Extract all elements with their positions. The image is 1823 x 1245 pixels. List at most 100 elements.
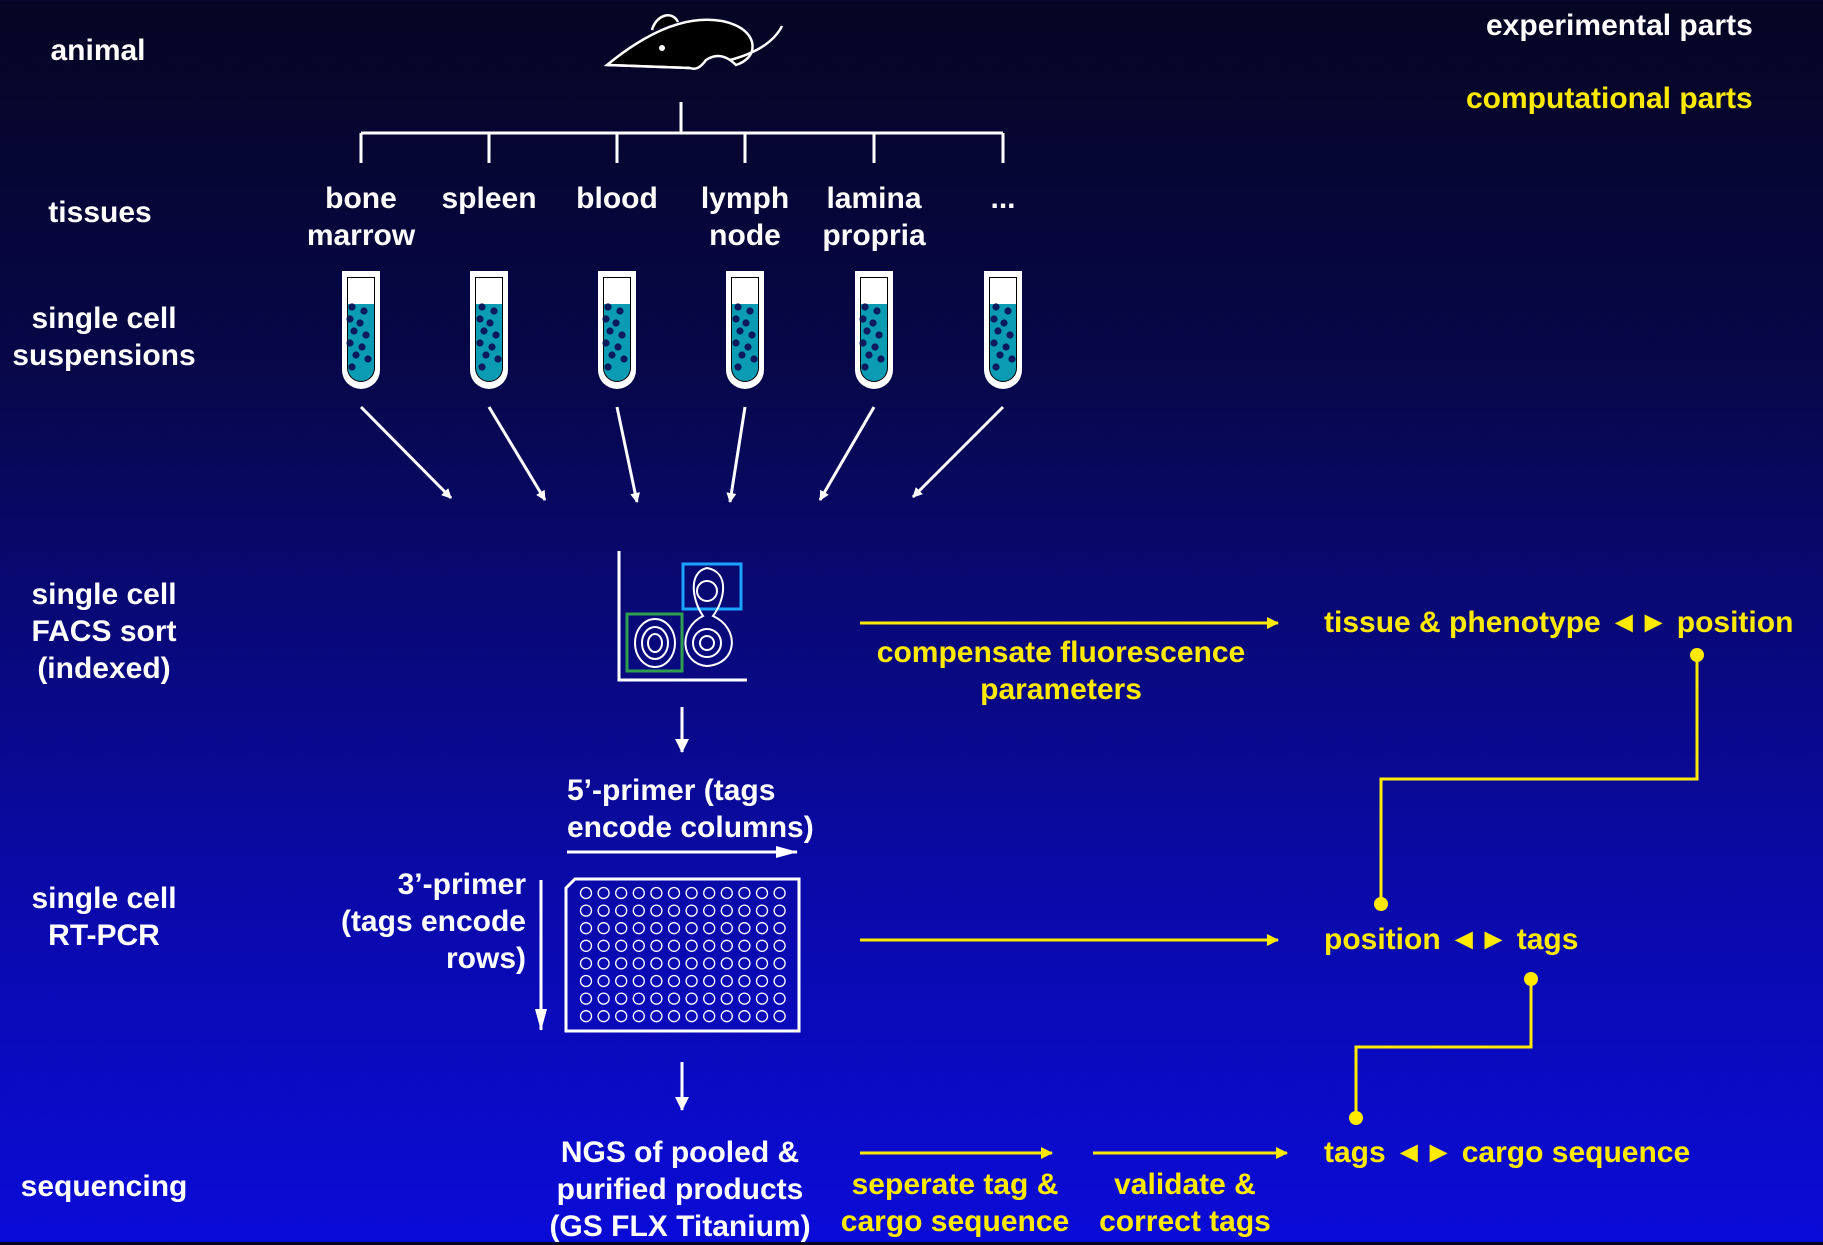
- well: [720, 904, 733, 917]
- well: [755, 886, 769, 900]
- compensate-label: compensate fluorescence parameters: [876, 636, 1246, 706]
- well: [685, 939, 698, 952]
- well: [597, 1010, 610, 1023]
- well: [738, 1010, 751, 1023]
- well: [685, 886, 698, 900]
- legend-experimental: experimental parts: [1486, 9, 1753, 42]
- well: [597, 904, 610, 917]
- well: [650, 974, 663, 988]
- well: [703, 1010, 716, 1023]
- well: [667, 1010, 681, 1023]
- well: [650, 886, 663, 900]
- well: [738, 957, 751, 970]
- well: [720, 992, 733, 1005]
- well: [632, 1010, 645, 1023]
- well: [667, 992, 681, 1005]
- test-tube-4: [726, 271, 764, 389]
- well: [703, 904, 716, 917]
- well: [579, 922, 593, 935]
- ngs-label: NGS of pooled & purified products (GS FL…: [549, 1136, 811, 1243]
- well: [720, 957, 733, 970]
- well: [738, 992, 751, 1005]
- well: [773, 957, 786, 970]
- well: [720, 1010, 733, 1023]
- well: [632, 957, 645, 970]
- tissue-blood: blood: [576, 182, 658, 215]
- stage-sequencing: sequencing: [20, 1170, 188, 1203]
- well: [597, 939, 610, 952]
- result-tags-cargo: tags ◄► cargo sequence: [1324, 1136, 1691, 1169]
- well: [667, 974, 681, 988]
- well: [615, 939, 628, 952]
- well: [632, 886, 645, 900]
- tissue-tree-connector: [359, 102, 1005, 163]
- well-plate-icon: [564, 877, 801, 1033]
- well: [685, 992, 698, 1005]
- well: [597, 922, 610, 935]
- primer-5-label: 5’-primer (tags encode columns): [567, 774, 814, 844]
- well: [615, 904, 628, 917]
- well: [773, 974, 786, 988]
- well: [650, 922, 663, 935]
- well: [579, 974, 593, 988]
- well: [632, 904, 645, 917]
- primer-arrows: [535, 846, 798, 1031]
- mouse-icon: [603, 14, 784, 70]
- well: [615, 992, 628, 1005]
- well: [738, 904, 751, 917]
- stage-facs: single cell FACS sort (indexed): [31, 578, 177, 685]
- well: [650, 904, 663, 917]
- well: [738, 939, 751, 952]
- well: [755, 1010, 769, 1023]
- primer-3-label: 3’-primer (tags encode rows): [340, 868, 526, 975]
- stage-suspensions: single cell suspensions: [12, 302, 196, 372]
- well: [703, 974, 716, 988]
- well: [632, 992, 645, 1005]
- well: [703, 957, 716, 970]
- well: [703, 992, 716, 1005]
- legend-computational: computational parts: [1466, 82, 1753, 115]
- well: [755, 974, 769, 988]
- test-tube-6: [984, 271, 1022, 389]
- well: [597, 957, 610, 970]
- well: [703, 886, 716, 900]
- well: [579, 957, 593, 970]
- test-tube-1: [342, 271, 380, 389]
- computational-arrows: [860, 617, 1288, 1159]
- well: [738, 974, 751, 988]
- separate-label: seperate tag & cargo sequence: [840, 1168, 1070, 1238]
- test-tube-3: [598, 271, 636, 389]
- facs-plot-icon: [617, 551, 747, 682]
- well: [597, 974, 610, 988]
- well: [615, 886, 628, 900]
- well: [615, 922, 628, 935]
- connector-dots: [1349, 648, 1704, 1125]
- well: [667, 886, 681, 900]
- well: [703, 939, 716, 952]
- well: [773, 886, 786, 900]
- result-tissue-position: tissue & phenotype ◄► position: [1324, 606, 1794, 639]
- well: [773, 904, 786, 917]
- well: [755, 904, 769, 917]
- test-tube-5: [855, 271, 893, 389]
- well: [579, 886, 593, 900]
- well: [720, 886, 733, 900]
- well: [755, 992, 769, 1005]
- test-tube-2: [470, 271, 508, 389]
- well: [597, 992, 610, 1005]
- stage-animal: animal: [50, 34, 146, 67]
- tissue-spleen: spleen: [441, 182, 537, 215]
- well: [615, 974, 628, 988]
- well: [632, 974, 645, 988]
- well: [685, 922, 698, 935]
- result-position-tags: position ◄► tags: [1324, 923, 1579, 956]
- well: [667, 939, 681, 952]
- stage-rtpcr: single cell RT-PCR: [31, 882, 177, 952]
- well: [632, 922, 645, 935]
- well: [615, 957, 628, 970]
- well: [773, 939, 786, 952]
- well: [667, 957, 681, 970]
